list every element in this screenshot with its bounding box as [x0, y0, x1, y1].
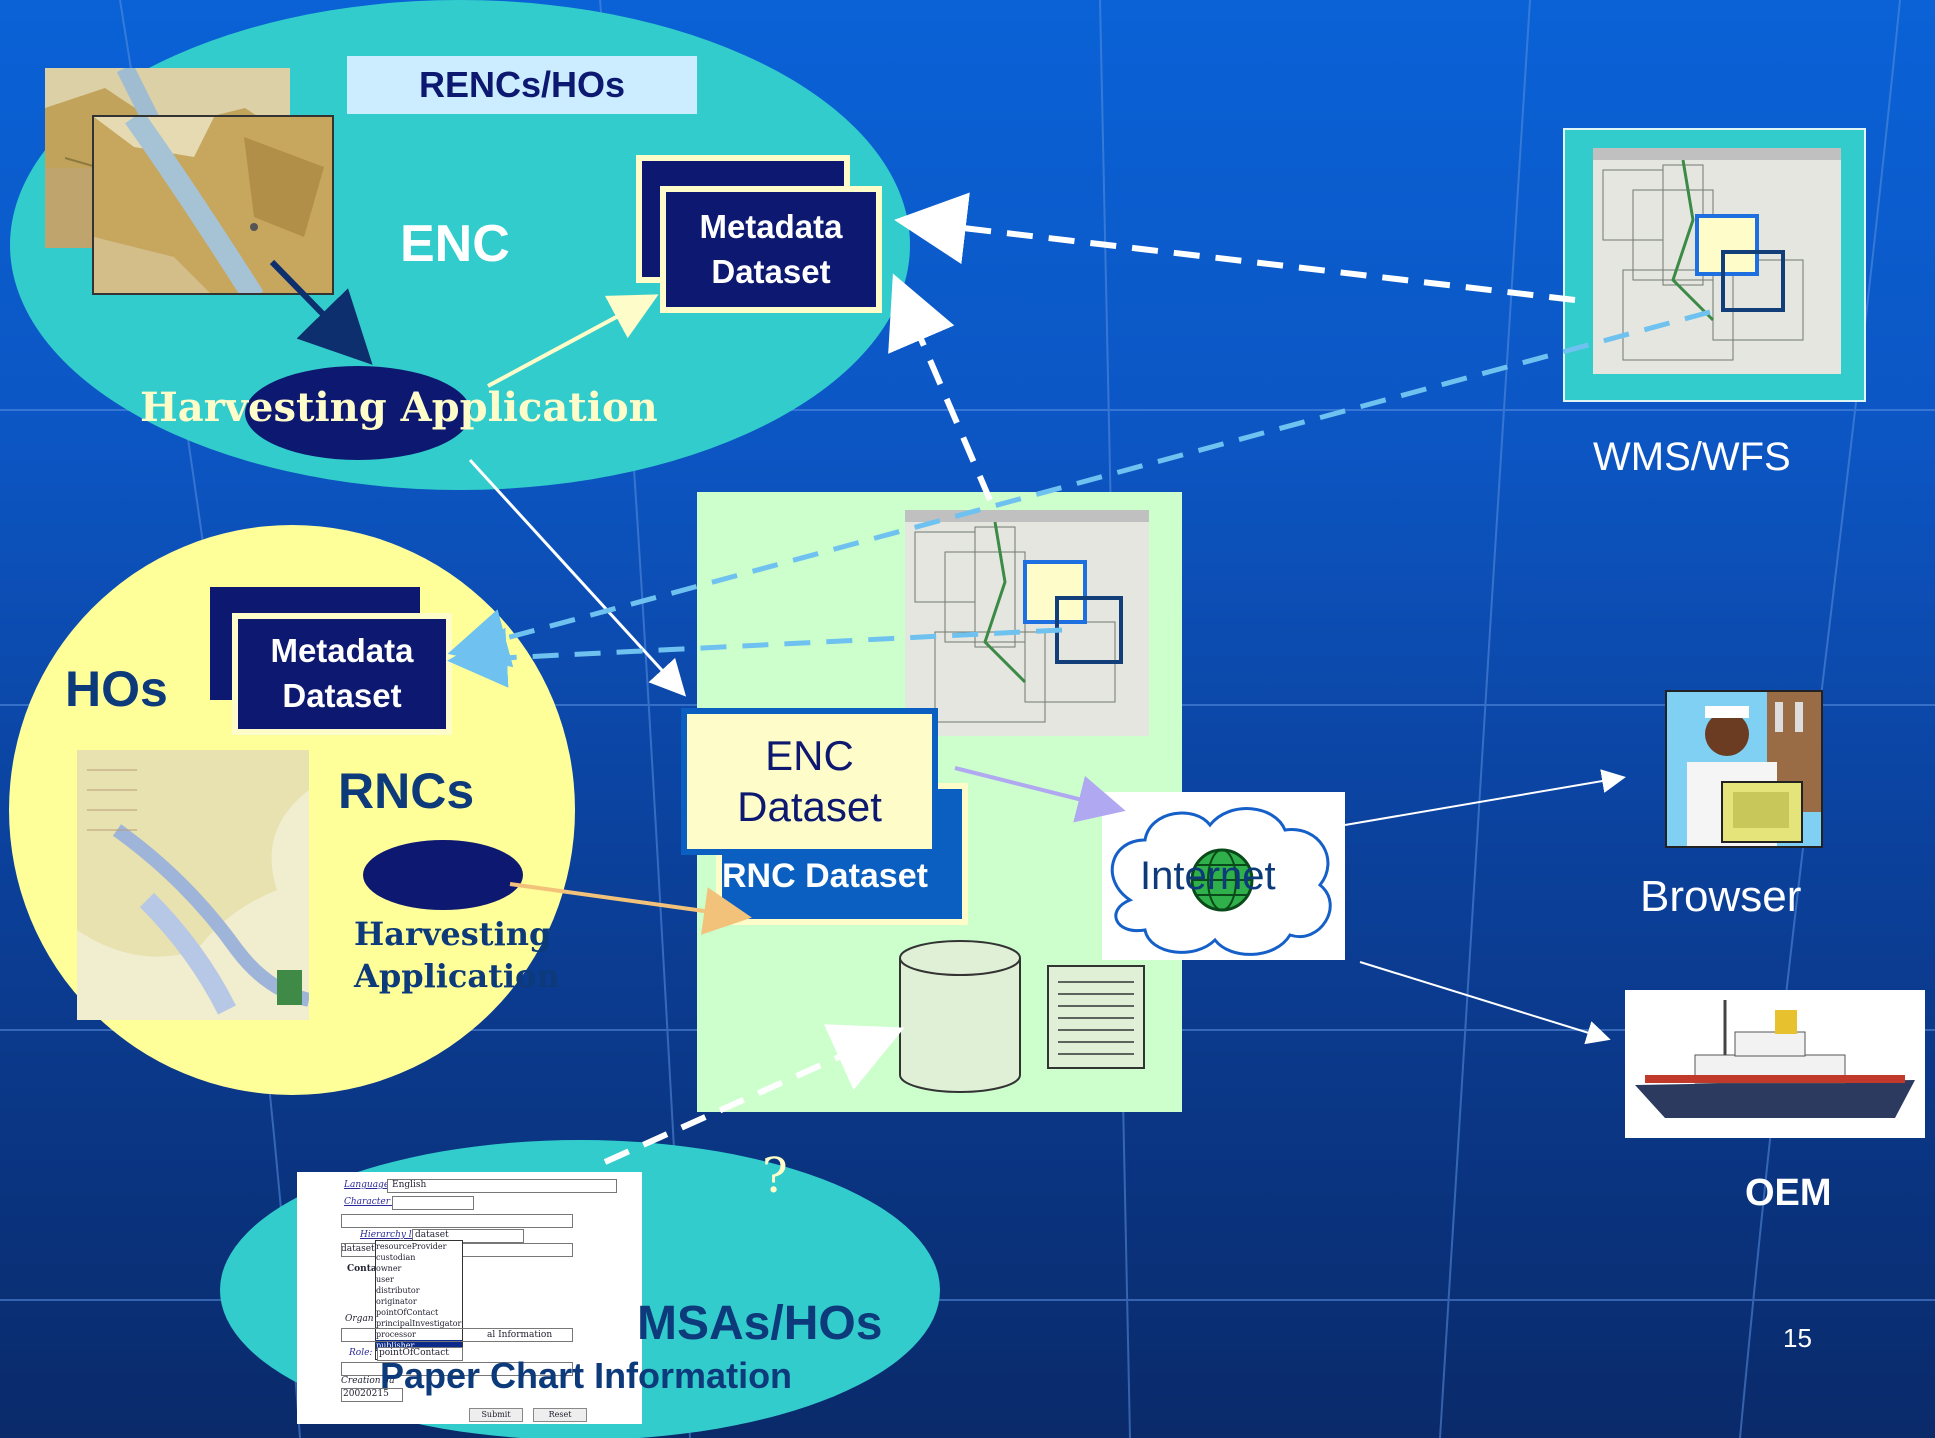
arrow-center-to-metadata	[888, 273, 993, 502]
form-submit-button: Submit	[469, 1408, 523, 1422]
form-info-text: al Information	[487, 1330, 553, 1340]
document-icon	[1047, 965, 1145, 1069]
enc-dataset-line1: ENC	[765, 732, 854, 780]
ho-metadata-box: Metadata Dataset	[232, 613, 452, 735]
wms-label: WMS/WFS	[1593, 435, 1791, 479]
form-role-option: owner	[376, 1264, 402, 1273]
form-role-label: Role:	[349, 1348, 373, 1358]
center-map-image	[905, 510, 1149, 736]
arrow-center-to-ho-metadata	[447, 627, 1063, 688]
renc-header-label: RENCs/HOs	[418, 64, 626, 105]
browser-label: Browser	[1640, 872, 1802, 921]
arrow-harvest-to-metadata	[487, 294, 659, 388]
ho-harvesting-line2: Application	[354, 956, 560, 995]
form-creation-value: 20020215	[343, 1389, 389, 1399]
msa-title: MSAs/HOs	[637, 1297, 883, 1350]
oem-label: OEM	[1745, 1172, 1832, 1214]
form-hierarchy-value: dataset	[415, 1230, 449, 1240]
form-role-option: resourceProvider	[376, 1242, 447, 1251]
form-contact-label: Contact	[347, 1264, 387, 1274]
arrow-wms-to-ho-metadata	[447, 309, 1711, 668]
arrow-msa-to-db	[603, 1024, 905, 1165]
enc-metadata-line1: Metadata	[699, 207, 843, 245]
form-role-option: processor	[376, 1330, 416, 1339]
form-reset-button: Reset	[533, 1408, 587, 1422]
page-number: 15	[1783, 1323, 1812, 1353]
arrow-ho-harvest-to-rnc	[509, 882, 752, 935]
form-role-option: originator	[376, 1297, 417, 1306]
arrow-wms-to-metadata	[894, 192, 1576, 303]
arrow-internet-to-browser	[1344, 769, 1626, 826]
renc-header-box: RENCs/HOs	[347, 56, 697, 114]
enc-title: ENC	[400, 215, 510, 273]
arrow-internet-to-oem	[1359, 961, 1611, 1045]
paper-chart-label: Paper Chart Information	[380, 1355, 793, 1396]
ho-metadata-line1: Metadata	[270, 632, 414, 670]
ho-harvesting-label: Harvesting Application	[354, 914, 560, 997]
arrow-map-to-harvest	[269, 259, 373, 365]
form-org-label: Organ	[345, 1314, 374, 1324]
form-role-option: distributor	[376, 1286, 420, 1295]
form-hierarchy-label: Hierarchy level:	[360, 1230, 434, 1240]
rnc-dataset-label: RNC Dataset	[722, 857, 928, 895]
wms-map-panel	[1563, 128, 1866, 402]
form-dataset-row: dataset	[341, 1244, 375, 1254]
browser-user-icon	[1665, 690, 1823, 848]
enc-chart-image-2	[92, 115, 334, 295]
form-role-option: principalInvestigator	[376, 1319, 462, 1328]
form-language-value: English	[392, 1180, 427, 1190]
enc-metadata-line2: Dataset	[711, 252, 831, 290]
oem-ship-image	[1625, 990, 1925, 1138]
internet-label: Internet	[1140, 854, 1276, 898]
arrow-harvest-to-center	[468, 458, 687, 697]
metadata-form-screenshot: Language: English Character set: Hierarc…	[297, 1172, 642, 1424]
ho-metadata-line2: Dataset	[282, 677, 402, 714]
form-role-option: publisher	[376, 1340, 462, 1351]
form-role-option: pointOfContact	[376, 1308, 439, 1317]
rncs-label: RNCs	[338, 763, 475, 819]
form-creation-label: Creation da	[341, 1376, 395, 1386]
arrow-enc-to-internet	[954, 766, 1126, 823]
ho-harvest-oval	[363, 840, 523, 910]
form-charset-label: Character set:	[344, 1197, 410, 1207]
form-role-option: user	[376, 1275, 394, 1284]
hos-label: HOs	[65, 661, 168, 717]
form-language-label: Language:	[344, 1180, 393, 1190]
enc-harvesting-label: Harvesting Application	[140, 384, 658, 431]
enc-harvest-oval	[245, 366, 471, 460]
question-mark: ?	[762, 1148, 788, 1204]
enc-metadata-box: Metadata Dataset	[660, 186, 882, 313]
enc-dataset-box: ENC Dataset	[681, 708, 938, 855]
form-role-value: pointOfContact	[379, 1348, 449, 1358]
enc-dataset-line2: Dataset	[737, 782, 882, 830]
form-role-option: custodian	[376, 1253, 416, 1262]
database-icon	[899, 958, 1021, 1093]
form-role-dropdown-list: resourceProvider custodian owner user di…	[375, 1240, 463, 1360]
rnc-chart-image	[77, 750, 309, 1020]
ho-harvesting-line1: Harvesting	[354, 915, 552, 953]
